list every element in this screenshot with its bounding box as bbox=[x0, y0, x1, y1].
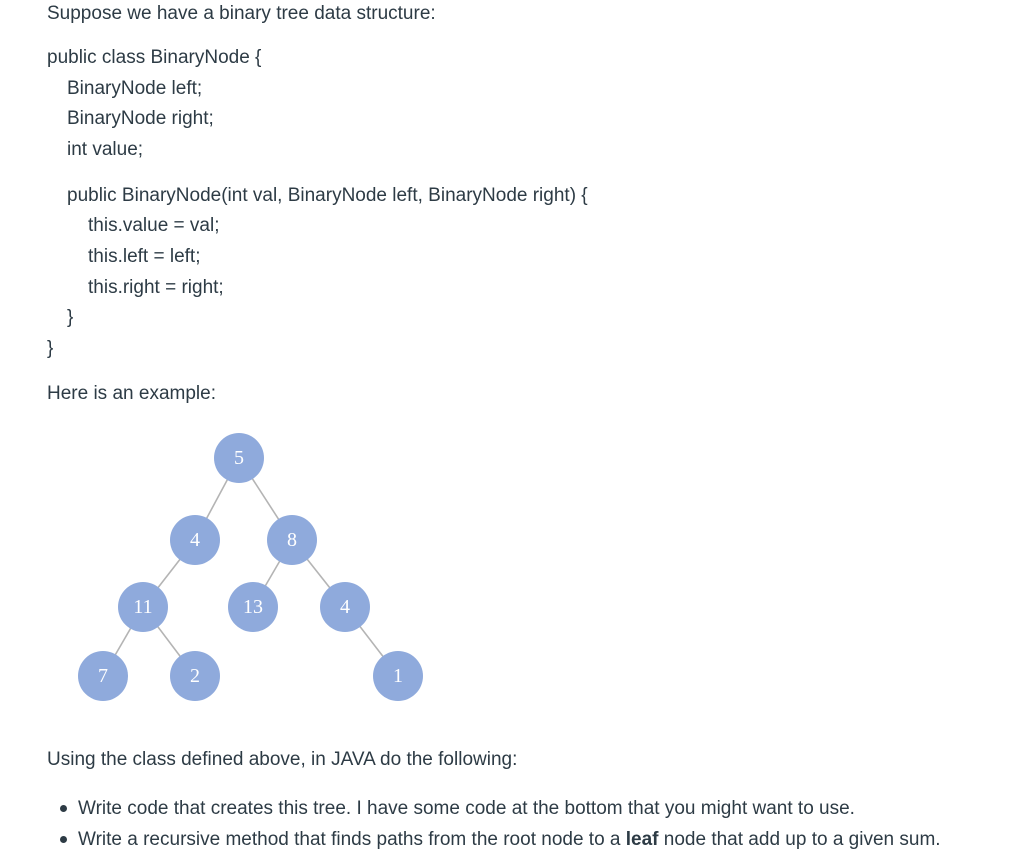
node-label: 2 bbox=[190, 665, 200, 687]
code-line: int value; bbox=[67, 139, 144, 160]
node-circle bbox=[78, 651, 128, 701]
tree-node: 2 bbox=[170, 651, 220, 701]
list-item-text-after: node that add up to a given sum. bbox=[658, 829, 941, 850]
list-item-text-before: Write a recursive method that finds path… bbox=[78, 829, 626, 850]
tree-node: 7 bbox=[78, 651, 128, 701]
node-label: 8 bbox=[287, 529, 297, 551]
node-label: 1 bbox=[393, 665, 403, 687]
tree-node: 11 bbox=[118, 582, 168, 632]
intro-text: Suppose we have a binary tree data struc… bbox=[47, 3, 436, 24]
bullet-icon bbox=[60, 805, 67, 812]
instructions-list: Write code that creates this tree. I hav… bbox=[60, 793, 941, 855]
node-label: 5 bbox=[234, 447, 244, 469]
bullet-icon bbox=[60, 836, 67, 843]
node-circle bbox=[214, 433, 264, 483]
node-circle bbox=[228, 582, 278, 632]
tree-node: 1 bbox=[373, 651, 423, 701]
tree-node: 13 bbox=[228, 582, 278, 632]
code-line: this.right = right; bbox=[88, 277, 224, 298]
list-item: Write code that creates this tree. I hav… bbox=[60, 793, 941, 824]
node-label: 4 bbox=[340, 596, 350, 618]
tree-node: 4 bbox=[320, 582, 370, 632]
node-circle bbox=[267, 515, 317, 565]
list-item-text: Write code that creates this tree. I hav… bbox=[78, 798, 855, 819]
code-line: BinaryNode left; bbox=[67, 78, 203, 99]
tree-node: 4 bbox=[170, 515, 220, 565]
code-line: this.value = val; bbox=[88, 215, 220, 236]
node-circle bbox=[320, 582, 370, 632]
code-line: BinaryNode right; bbox=[67, 108, 214, 129]
list-item-text-bold: leaf bbox=[625, 829, 659, 850]
node-label: 7 bbox=[98, 665, 108, 687]
example-label: Here is an example: bbox=[47, 383, 216, 404]
code-line: this.left = left; bbox=[88, 246, 201, 267]
code-line: public class BinaryNode { bbox=[47, 47, 262, 68]
node-label: 11 bbox=[133, 596, 152, 618]
code-line: } bbox=[47, 338, 54, 359]
tree-node: 5 bbox=[214, 433, 264, 483]
code-line: } bbox=[67, 307, 74, 328]
tree-edges bbox=[102, 457, 399, 677]
node-circle bbox=[118, 582, 168, 632]
node-label: 4 bbox=[190, 529, 200, 551]
tree-nodes: 5 4 8 11 13 4 7 2 bbox=[78, 433, 423, 701]
instructions-intro: Using the class defined above, in JAVA d… bbox=[47, 749, 518, 770]
node-label: 13 bbox=[243, 596, 263, 618]
node-circle bbox=[373, 651, 423, 701]
node-circle bbox=[170, 651, 220, 701]
list-item: Write a recursive method that finds path… bbox=[60, 824, 941, 855]
binary-tree-diagram: 5 4 8 11 13 4 7 2 bbox=[78, 433, 423, 701]
tree-node: 8 bbox=[267, 515, 317, 565]
node-circle bbox=[170, 515, 220, 565]
code-line: public BinaryNode(int val, BinaryNode le… bbox=[67, 185, 588, 206]
